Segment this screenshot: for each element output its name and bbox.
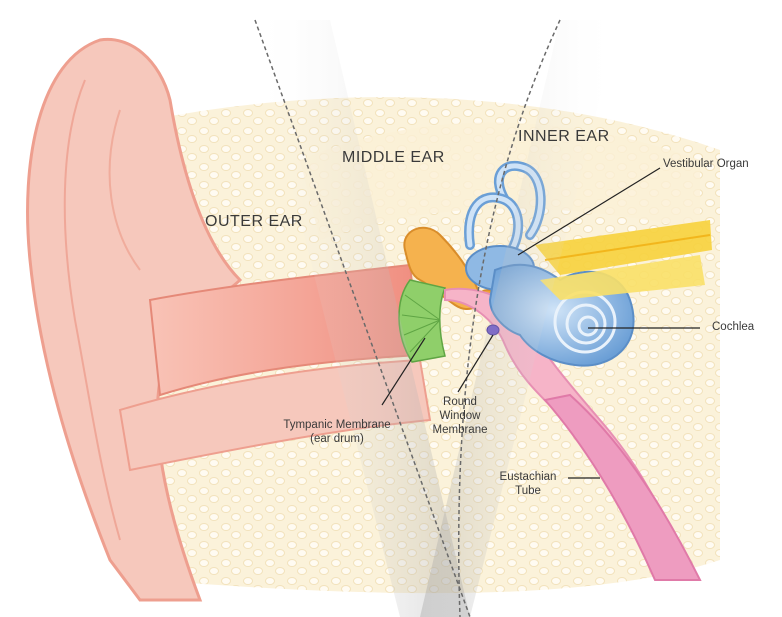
label-tympanic-line-2: (ear drum)	[262, 432, 412, 446]
region-label-middle-ear: MIDDLE EAR	[342, 149, 445, 167]
label-round-window-line-2: Window	[425, 409, 495, 423]
label-round-window-line-1: Round	[425, 395, 495, 409]
label-round-window-membrane: Round Window Membrane	[425, 395, 495, 437]
label-cochlea-line: Cochlea	[712, 320, 754, 334]
label-eustachian-line-1: Eustachian	[488, 470, 568, 484]
label-eustachian-tube: Eustachian Tube	[488, 470, 568, 498]
label-vestibular-line: Vestibular Organ	[663, 157, 749, 171]
region-label-outer-ear: OUTER EAR	[205, 213, 303, 231]
label-cochlea: Cochlea	[712, 320, 754, 334]
label-tympanic-line-1: Tympanic Membrane	[262, 418, 412, 432]
label-vestibular-organ: Vestibular Organ	[663, 157, 749, 171]
label-round-window-line-3: Membrane	[425, 423, 495, 437]
label-tympanic-membrane: Tympanic Membrane (ear drum)	[262, 418, 412, 446]
region-label-inner-ear: INNER EAR	[518, 128, 610, 146]
label-eustachian-line-2: Tube	[488, 484, 568, 498]
